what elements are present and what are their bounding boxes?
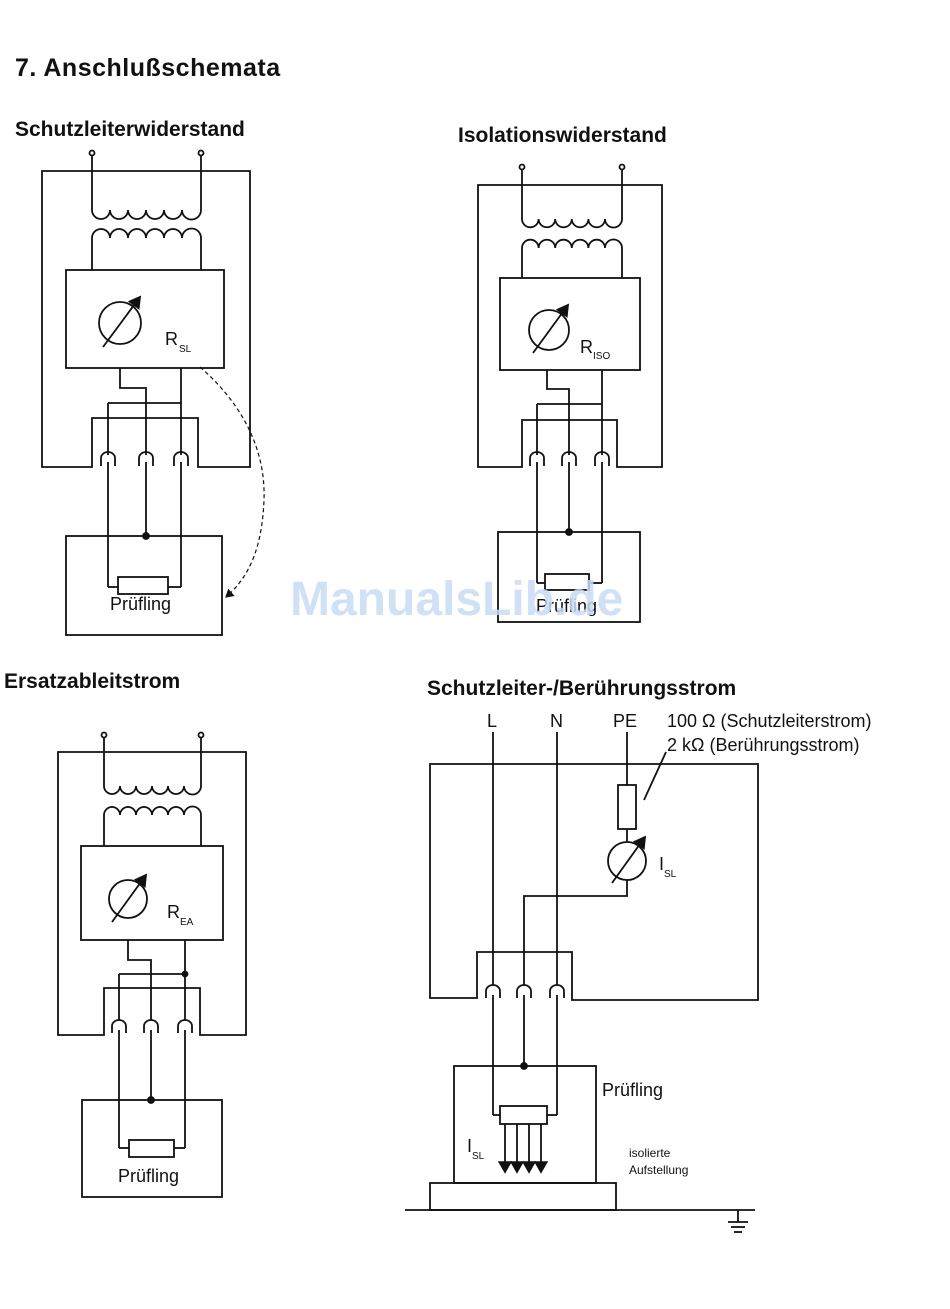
i-sl-meter-sub: SL [664,869,677,880]
conductor-l-label: L [487,711,497,731]
r-sl-label: R [165,329,178,349]
dut-label-ea: Prüfling [118,1166,179,1186]
r-ea-label: R [167,902,180,922]
r-iso-sub: ISO [593,351,610,362]
r-iso-label: R [580,337,593,357]
r-sl-sub: SL [179,344,192,355]
conductor-n-label: N [550,711,563,731]
dut-label-sl: Prüfling [110,594,171,614]
diagram-schutzleiterwiderstand: R SL Prüfling [42,151,264,636]
i-sl-leak-sub: SL [472,1151,485,1162]
conductor-pe-label: PE [613,711,637,731]
diagram-ersatzableitstrom: R EA Prüfling [58,733,246,1198]
isolated-label-2: Aufstellung [629,1163,688,1177]
diagram-beruehrungsstrom: L N PE 100 Ω (Schutzleiterstrom) 2 kΩ (B… [405,711,872,1232]
dut-label-br: Prüfling [602,1080,663,1100]
resistor-2k-label: 2 kΩ (Berührungsstrom) [667,735,860,755]
watermark: ManualsLib.de [290,572,623,627]
diagram-isolationswiderstand: R ISO Prüfling [478,165,662,623]
resistor-100-label: 100 Ω (Schutzleiterstrom) [667,711,872,731]
r-ea-sub: EA [180,917,194,928]
isolated-label-1: isolierte [629,1146,671,1160]
